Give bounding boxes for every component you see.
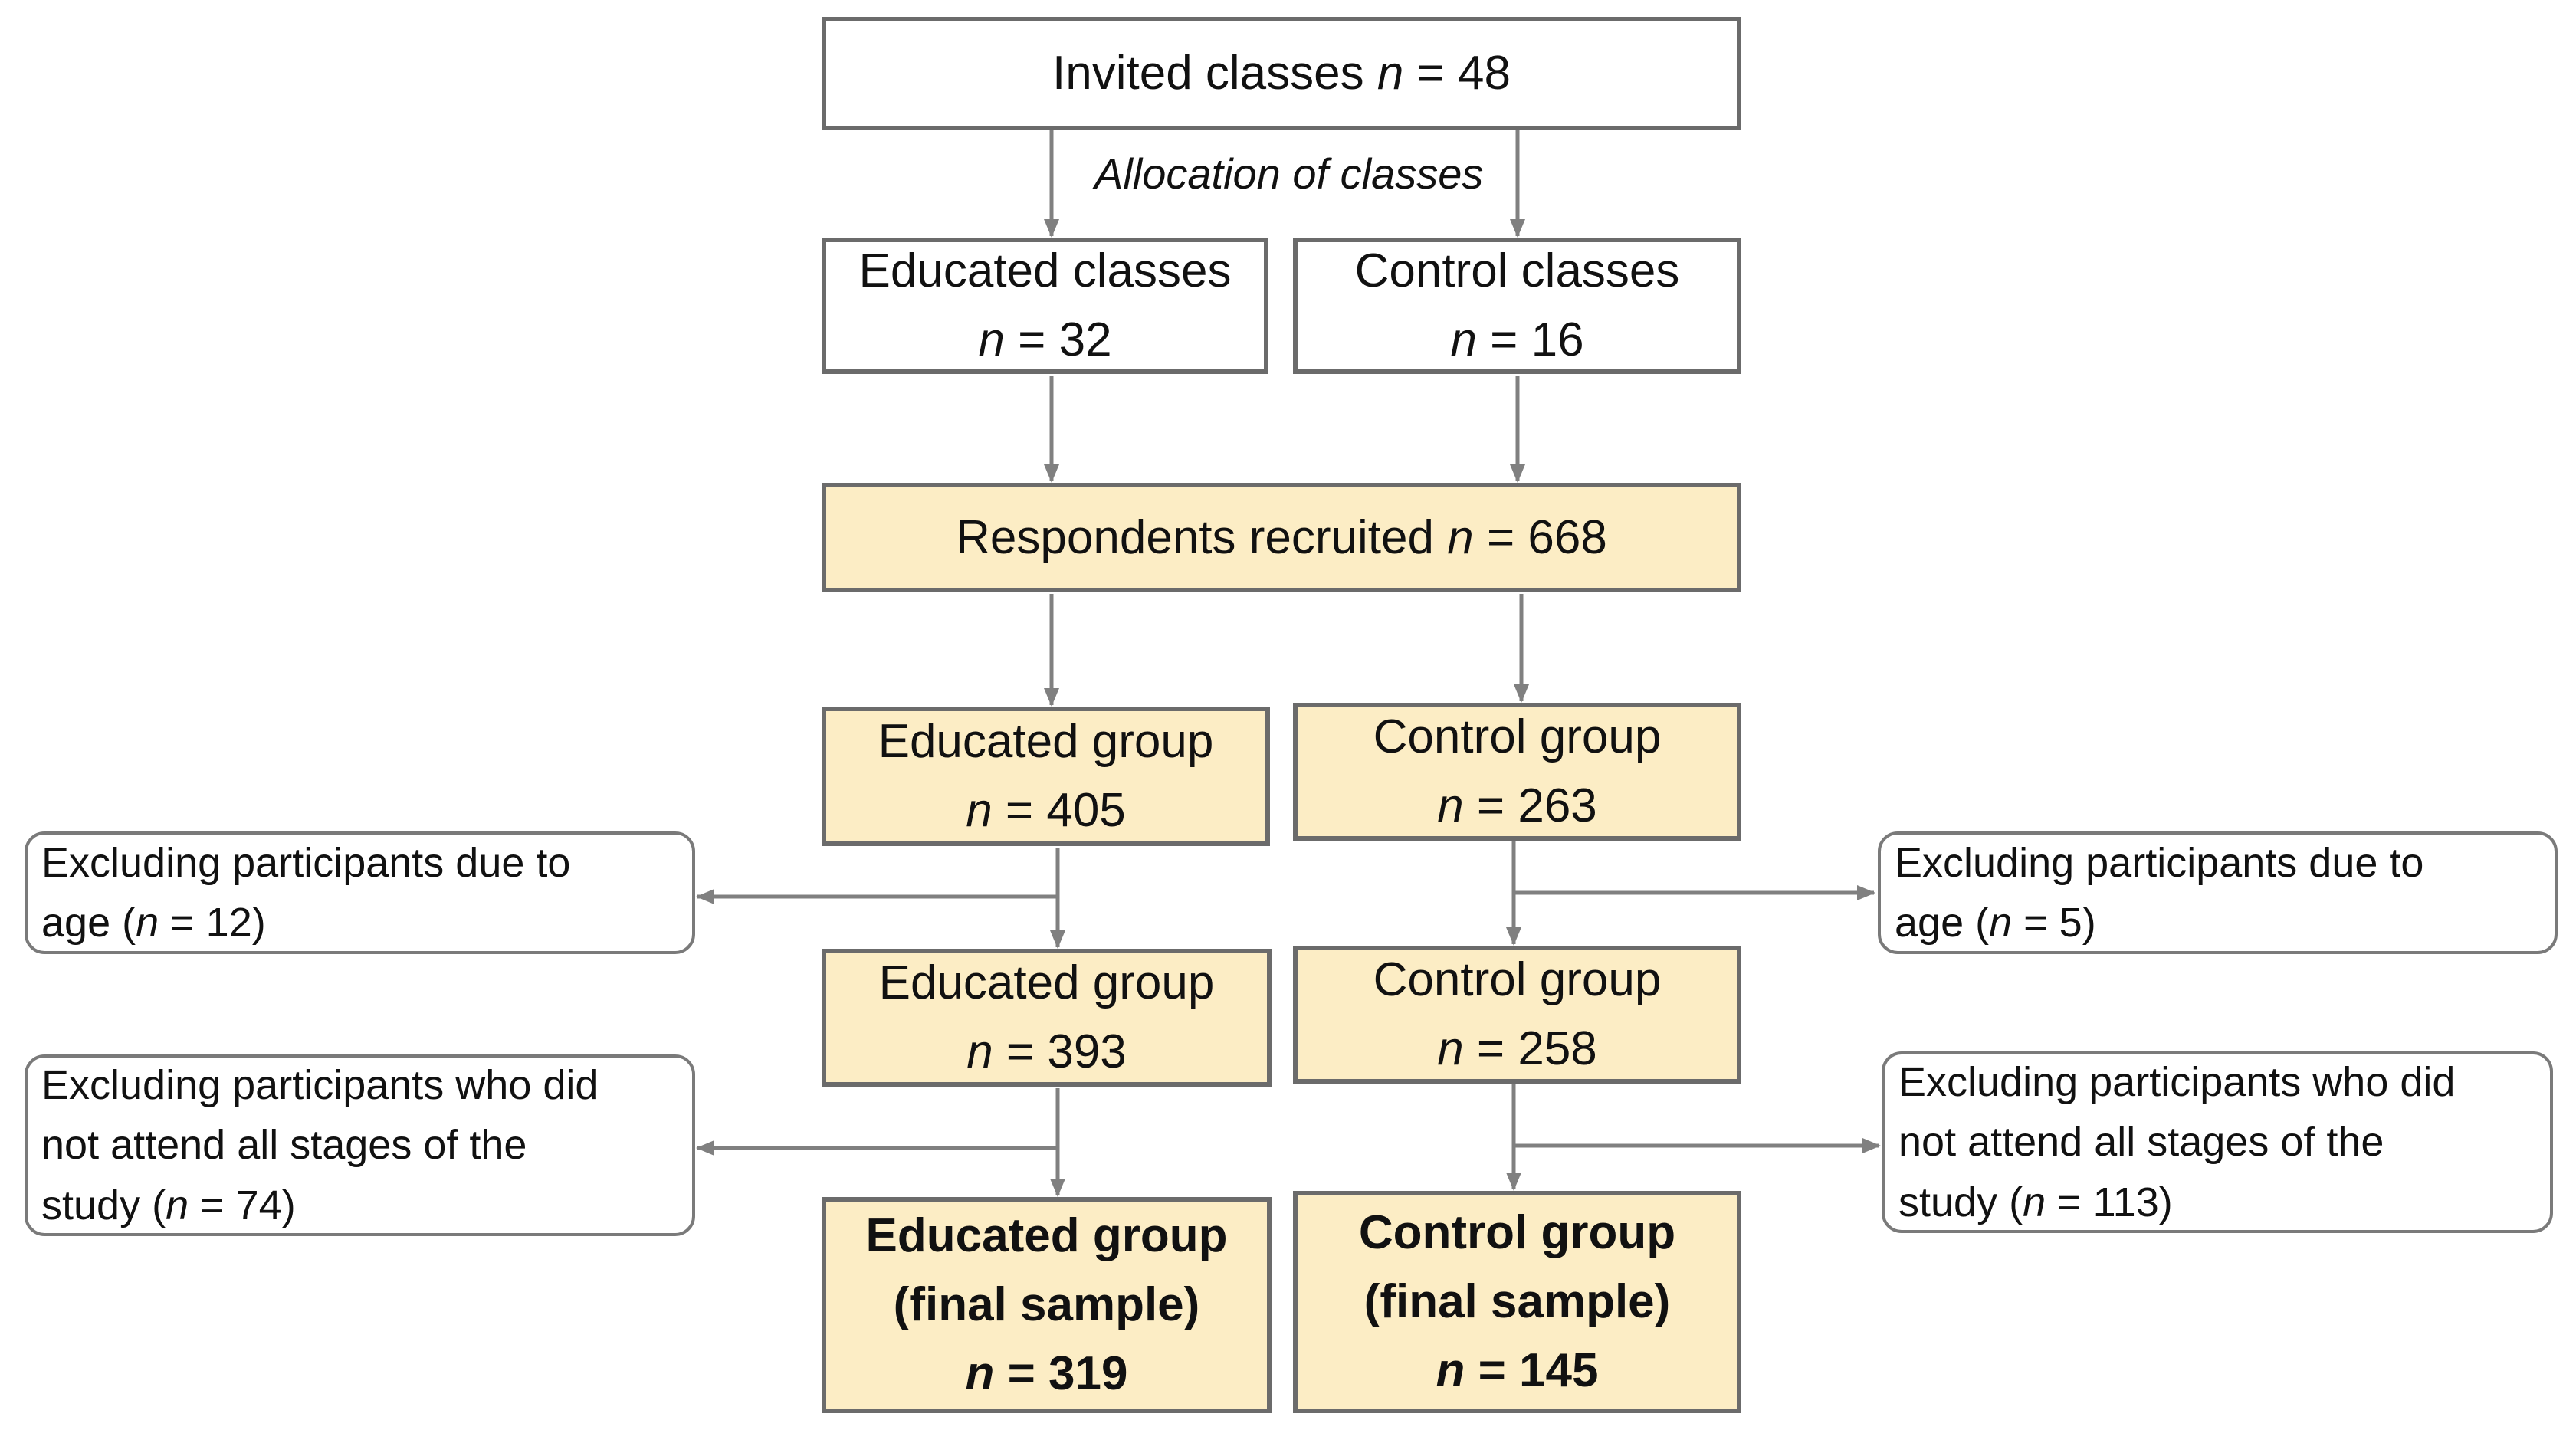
control-final-count: n = 145 — [1436, 1337, 1599, 1405]
control-group-258-box: Control group n = 258 — [1293, 946, 1741, 1084]
educated-final-value: = 319 — [1007, 1346, 1128, 1400]
educated-group-393-count: n = 393 — [966, 1018, 1127, 1087]
control-group-258-label: Control group — [1373, 953, 1662, 1007]
exclude-age-right-line1: Excluding participants due to — [1895, 839, 2424, 886]
exclude-age-right-line2: age (n = 5) — [1895, 893, 2541, 953]
educated-classes-value: = 32 — [1018, 313, 1112, 366]
exclude-stages-right-note: Excluding participants who did not atten… — [1882, 1051, 2553, 1233]
exclude-stages-left-line2: not attend all stages of the — [41, 1122, 527, 1169]
invited-label: Invited classes — [1052, 47, 1364, 100]
educated-final-count: n = 319 — [966, 1340, 1128, 1409]
invited-n-symbol: n — [1377, 47, 1404, 100]
respondents-recruited-box: Respondents recruited n = 668 — [822, 483, 1741, 592]
exclude-age-left-pre: age ( — [41, 900, 136, 946]
exclude-stages-left-n-symbol: n — [166, 1182, 189, 1228]
exclude-stages-right-line2: not attend all stages of the — [1898, 1119, 2384, 1166]
control-final-label: Control group — [1358, 1206, 1676, 1260]
invited-value: = 48 — [1416, 47, 1511, 100]
educated-classes-label: Educated classes — [858, 244, 1232, 298]
exclude-age-left-post: = 12) — [159, 900, 266, 946]
control-classes-value: = 16 — [1490, 313, 1584, 366]
control-final-box: Control group (final sample) n = 145 — [1293, 1191, 1741, 1413]
exclude-stages-left-pre: study ( — [41, 1182, 166, 1228]
control-group-263-box: Control group n = 263 — [1293, 703, 1741, 841]
exclude-stages-right-pre: study ( — [1898, 1179, 2023, 1225]
exclude-age-right-pre: age ( — [1895, 900, 1990, 946]
control-final-value: = 145 — [1478, 1343, 1599, 1397]
invited-classes-text: Invited classes n = 48 — [1052, 39, 1511, 108]
educated-final-box: Educated group (final sample) n = 319 — [822, 1197, 1272, 1413]
control-group-263-label: Control group — [1373, 710, 1662, 764]
exclude-stages-right-line1: Excluding participants who did — [1898, 1059, 2456, 1106]
educated-classes-n-symbol: n — [978, 313, 1005, 366]
educated-classes-box: Educated classes n = 32 — [822, 238, 1268, 374]
educated-group-405-box: Educated group n = 405 — [822, 707, 1270, 846]
recruited-value: = 668 — [1486, 510, 1607, 564]
educated-group-393-label: Educated group — [878, 956, 1215, 1010]
exclude-stages-left-note: Excluding participants who did not atten… — [25, 1054, 695, 1236]
recruited-label: Respondents recruited — [956, 510, 1434, 564]
exclude-age-left-note: Excluding participants due to age (n = 1… — [25, 831, 695, 954]
exclude-age-left-line1: Excluding participants due to — [41, 839, 571, 886]
educated-final-n-symbol: n — [965, 1346, 995, 1400]
control-group-258-n-symbol: n — [1437, 1022, 1464, 1075]
exclude-stages-left-line1: Excluding participants who did — [41, 1062, 599, 1109]
exclude-stages-right-n-symbol: n — [2023, 1179, 2046, 1225]
educated-group-405-n-symbol: n — [966, 784, 993, 837]
control-group-263-value: = 263 — [1476, 779, 1597, 832]
invited-classes-box: Invited classes n = 48 — [822, 17, 1741, 130]
educated-group-393-box: Educated group n = 393 — [822, 949, 1272, 1087]
educated-classes-count: n = 32 — [978, 306, 1111, 375]
control-classes-label: Control classes — [1354, 244, 1680, 298]
educated-final-label: Educated group — [865, 1209, 1228, 1263]
control-classes-box: Control classes n = 16 — [1293, 238, 1741, 374]
exclude-stages-left-line3: study (n = 74) — [41, 1176, 678, 1235]
control-group-258-value: = 258 — [1476, 1022, 1597, 1075]
allocation-label: Allocation of classes — [1090, 149, 1488, 198]
exclude-age-right-note: Excluding participants due to age (n = 5… — [1878, 831, 2558, 954]
control-group-258-count: n = 258 — [1437, 1015, 1597, 1084]
control-final-sub: (final sample) — [1363, 1275, 1671, 1329]
exclude-age-right-post: = 5) — [2012, 900, 2096, 946]
exclude-age-right-n-symbol: n — [1989, 900, 2013, 946]
recruited-n-symbol: n — [1447, 510, 1474, 564]
exclude-age-left-line2: age (n = 12) — [41, 893, 678, 953]
control-final-n-symbol: n — [1436, 1343, 1465, 1397]
educated-group-405-label: Educated group — [878, 715, 1214, 769]
exclude-stages-left-post: = 74) — [189, 1182, 296, 1228]
educated-group-393-n-symbol: n — [966, 1025, 993, 1078]
exclude-stages-right-post: = 113) — [2046, 1179, 2173, 1225]
exclude-age-left-n-symbol: n — [136, 900, 159, 946]
control-classes-n-symbol: n — [1450, 313, 1477, 366]
control-classes-count: n = 16 — [1450, 306, 1583, 375]
exclude-stages-right-line3: study (n = 113) — [1898, 1173, 2536, 1232]
educated-group-405-value: = 405 — [1005, 784, 1126, 837]
control-group-263-n-symbol: n — [1437, 779, 1464, 832]
educated-final-sub: (final sample) — [893, 1278, 1200, 1332]
recruited-text: Respondents recruited n = 668 — [956, 503, 1607, 572]
educated-group-393-value: = 393 — [1006, 1025, 1127, 1078]
educated-group-405-count: n = 405 — [966, 776, 1126, 845]
control-group-263-count: n = 263 — [1437, 772, 1597, 841]
